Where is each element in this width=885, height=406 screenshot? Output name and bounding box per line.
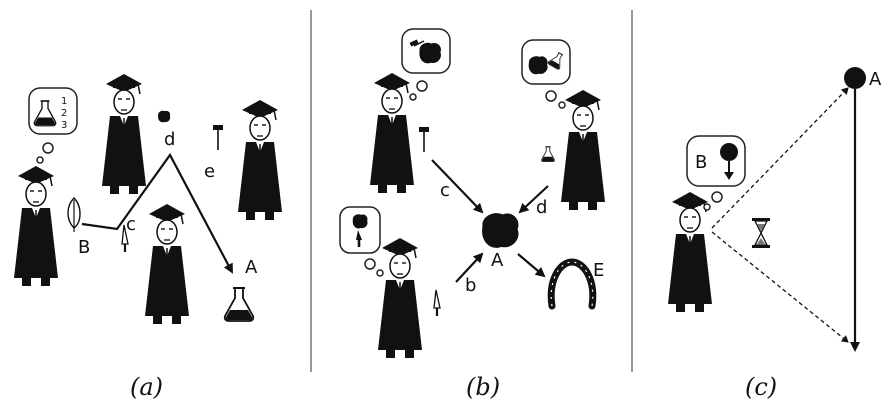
- thought-number-3: 3: [61, 120, 67, 131]
- arrow-d: [518, 185, 549, 214]
- label-b: b: [465, 275, 476, 296]
- graduate-figure-icon: [13, 165, 59, 287]
- thought-bubble: [401, 28, 451, 101]
- panel-caption: (b): [466, 373, 500, 401]
- dashed-arrow-down: [711, 231, 849, 343]
- thought-bubble: B: [686, 135, 746, 211]
- panel-b: c d A b E (b): [339, 28, 606, 401]
- thought-number-2: 2: [61, 108, 67, 119]
- hammer-icon: [409, 39, 425, 47]
- hammer-icon: [419, 127, 429, 152]
- arrow-e: [517, 253, 546, 278]
- flask-icon: [223, 287, 255, 322]
- label-e: e: [204, 161, 215, 182]
- knife-icon: [121, 224, 129, 252]
- path-arrow-a: [81, 152, 233, 274]
- dashed-arrow-up: [711, 87, 849, 229]
- label-a: A: [869, 69, 882, 90]
- horseshoe-icon: [547, 258, 597, 310]
- knife-icon: [356, 230, 362, 247]
- thought-bubble: [339, 206, 384, 277]
- hourglass-icon: [752, 218, 770, 248]
- label-a: A: [245, 257, 258, 278]
- arrow-b: [455, 252, 484, 283]
- arrow-c: [431, 159, 484, 214]
- rock-icon: [419, 42, 441, 64]
- graduate-figure-icon: [560, 89, 606, 211]
- label-b: B: [78, 237, 90, 258]
- graduate-figure-icon: [369, 72, 415, 194]
- ball-icon: [844, 67, 866, 89]
- rock-icon: [158, 110, 171, 123]
- graduate-figure-icon: [144, 203, 190, 325]
- label-b: B: [695, 152, 707, 173]
- feather-quill-icon: [67, 197, 81, 232]
- knife-icon: [433, 289, 441, 316]
- label-d: d: [536, 197, 547, 218]
- graduate-figure-icon: [101, 73, 147, 195]
- label-d: d: [164, 129, 175, 150]
- rock-icon: [352, 214, 368, 229]
- down-arrow-icon: [724, 172, 734, 180]
- panel-caption: (a): [130, 373, 163, 401]
- panel-a: 1 2 3 B c d e A (a): [13, 73, 283, 401]
- thought-bubble: [521, 39, 571, 109]
- label-e: E: [593, 260, 604, 281]
- ball-icon: [720, 143, 738, 161]
- graduate-figure-icon: [237, 99, 283, 221]
- graduate-figure-icon: [377, 237, 423, 359]
- label-c: c: [440, 180, 450, 201]
- thought-number-1: 1: [61, 96, 67, 107]
- flask-icon: [541, 146, 555, 163]
- panel-c: B A (c): [667, 67, 882, 401]
- label-a: A: [491, 250, 504, 271]
- thought-bubble: 1 2 3: [28, 87, 78, 164]
- hammer-icon: [213, 125, 223, 150]
- label-c: c: [126, 214, 136, 235]
- panel-caption: (c): [745, 373, 777, 401]
- rock-icon: [482, 213, 519, 248]
- rock-icon: [528, 56, 548, 75]
